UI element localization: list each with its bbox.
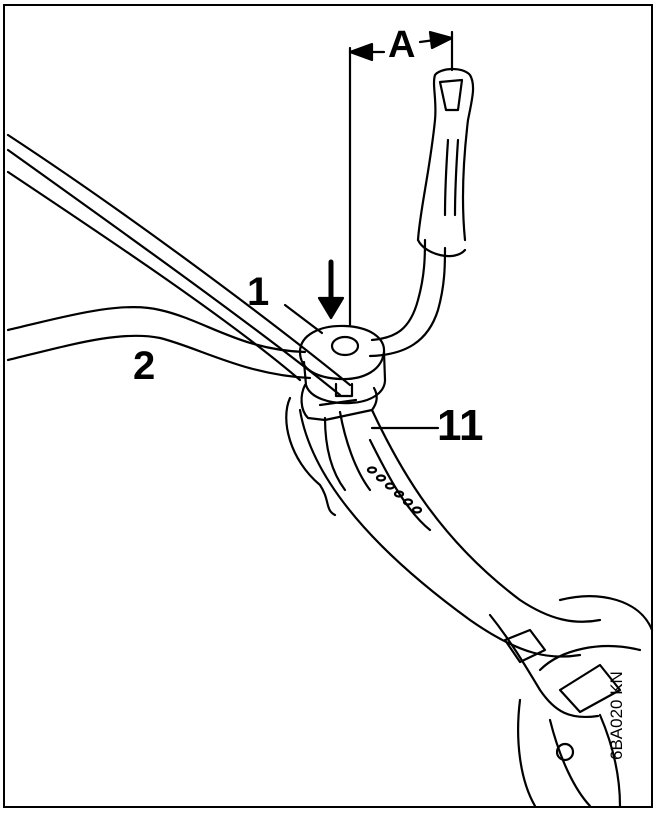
- handle-clamp: [298, 324, 387, 405]
- part-label-handlebar: 2: [133, 344, 156, 388]
- dimension-A: [348, 30, 454, 327]
- figure-frame: [3, 4, 653, 808]
- handlebar: [6, 238, 447, 380]
- clamp-bracket: [285, 383, 378, 517]
- handle-grip: [416, 67, 475, 258]
- part-label-handle-clamp: 1: [247, 270, 270, 314]
- press-arrow: [317, 259, 345, 320]
- engine-housing: [488, 595, 654, 808]
- figure-code: 6BA020 KN: [607, 671, 626, 760]
- drive-tube: [6, 133, 352, 397]
- part-label-clamp-bracket: 11: [437, 401, 484, 450]
- leader-line-1: [283, 303, 324, 335]
- dimension-label: A: [388, 24, 416, 66]
- vent-holes: [366, 466, 423, 514]
- lower-tube: [298, 408, 602, 658]
